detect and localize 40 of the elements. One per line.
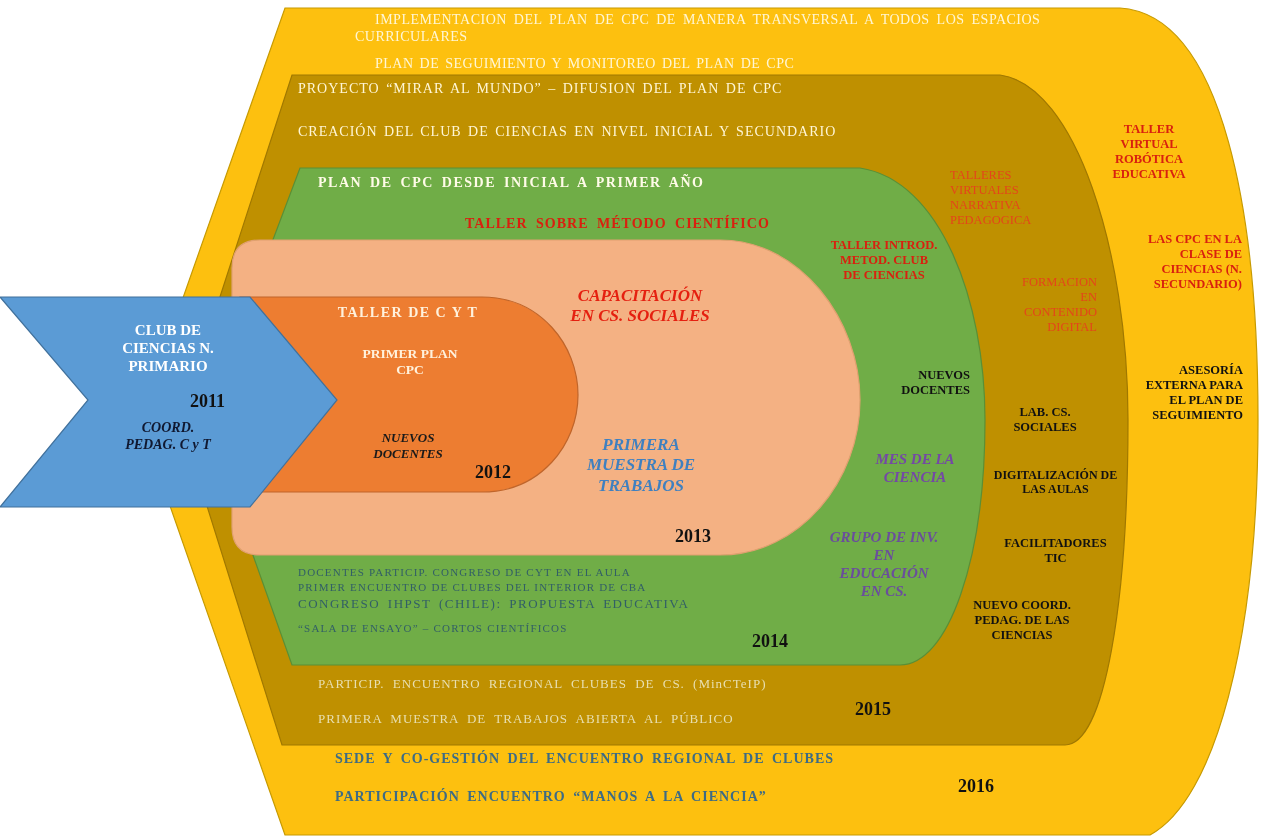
timeline-item-text: PLAN DE CPC DESDE INICIAL A PRIMER AÑO [318,175,706,192]
year-label: 2016 [958,776,995,798]
timeline-item-text: PRIMERA MUESTRA DE TRABAJOS [585,435,697,497]
timeline-item-text: NUEVOS DOCENTES [372,430,444,462]
year-label: 2015 [855,699,892,721]
timeline-item-text: TALLER VIRTUAL ROBÓTICA EDUCATIVA [1111,122,1187,182]
timeline-item-text: CONGRESO IHPST (CHILE): PROPUESTA EDUCATIVA [298,596,691,612]
timeline-item-text: PARTICIPACIÓN ENCUENTRO “MANOS A LA CIENCIA” [335,789,768,806]
timeline-item-text: DOCENTES PARTICIP. CONGRESO DE CYT EN EL AULA [298,566,632,580]
timeline-item-text: TALLER DE C Y T [336,305,480,322]
timeline-item-text: IMPLEMENTACION DEL PLAN DE CPC DE MANERA TRANSVERSAL A TODOS LOS ESPACIOS CURRICULARES [355,12,1042,46]
timeline-item-text: TALLER INTROD. METOD. CLUB DE CIENCIAS [830,238,938,283]
timeline-item-text: NUEVOS DOCENTES [900,368,970,398]
timeline-item-text: “SALA DE ENSAYO” – CORTOS CIENTÍFICOS [298,622,569,636]
year-label: 2014 [752,631,789,653]
timeline-item-text: GRUPO DE INV. EN EDUCACIÓN EN CS. [828,528,940,600]
timeline-item-text: PRIMER PLAN CPC [361,346,459,379]
timeline-item-text: FORMACION EN CONTENIDO DIGITAL [1021,275,1097,335]
timeline-item-text: PROYECTO “MIRAR AL MUNDO” – DIFUSION DEL PLAN DE CPC [298,81,784,98]
timeline-item-text: FACILITADORES TIC [1003,536,1108,566]
timeline-item-text: LAS CPC EN LA CLASE DE CIENCIAS (N. SECUNDARIO) [1146,232,1242,292]
timeline-item-text: SEDE Y CO-GESTIÓN DEL ENCUENTRO REGIONAL DE CLUBES [335,751,835,768]
timeline-item-text: CREACIÓN DEL CLUB DE CIENCIAS EN NIVEL INICIAL Y SECUNDARIO [298,124,838,141]
year-label: 2013 [675,526,712,548]
timeline-item-text: TALLER SOBRE MÉTODO CIENTÍFICO [465,216,771,233]
timeline-item-text: PRIMER ENCUENTRO DE CLUBES DEL INTERIOR DE CBA [298,581,648,595]
timeline-item-text: COORD. PEDAG. C y T [124,420,213,454]
year-label: 2012 [475,462,512,484]
timeline-item-text: PRIMERA MUESTRA DE TRABAJOS ABIERTA AL PÚBLICO [318,711,735,727]
timeline-item-text: CAPACITACIÓN EN CS. SOCIALES [569,286,711,327]
timeline-item-text: ASESORÍA EXTERNA PARA EL PLAN DE SEGUIMIENTO [1144,363,1243,423]
timeline-item-text: NUEVO COORD. PEDAG. DE LAS CIENCIAS [972,598,1072,643]
timeline-item-text: PARTICIP. ENCUENTRO REGIONAL CLUBES DE CS. (MinCTeIP) [318,676,768,692]
year-label: 2011 [190,391,226,413]
timeline-item-text: CLUB DE CIENCIAS N. PRIMARIO [121,321,215,375]
timeline-item-text: LAB. CS. SOCIALES [1012,405,1078,435]
timeline-item-text: DIGITALIZACIÓN DE LAS AULAS [993,468,1118,497]
timeline-item-text: TALLERES VIRTUALES NARRATIVA PEDAGOGICA [950,168,1033,228]
timeline-item-text: PLAN DE SEGUIMIENTO Y MONITOREO DEL PLAN DE CPC [375,56,796,73]
timeline-item-text: MES DE LA CIENCIA [874,450,956,486]
